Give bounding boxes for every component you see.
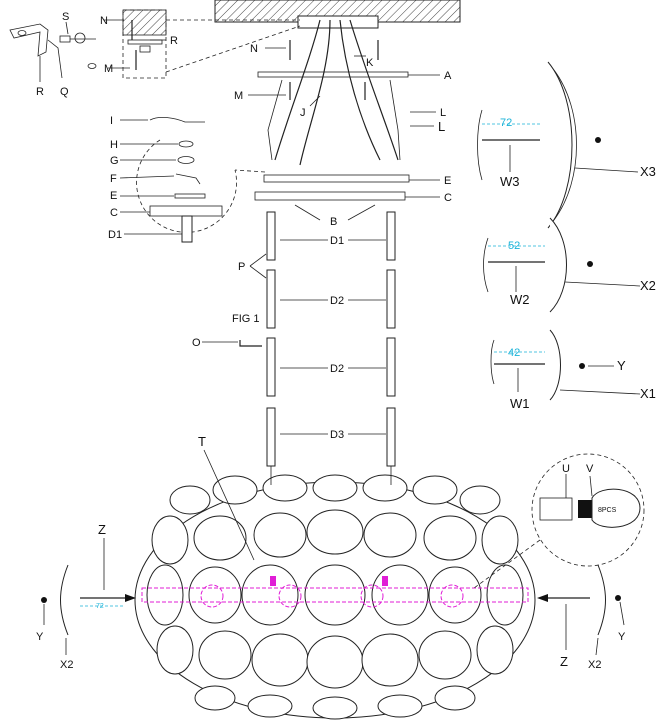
label-x1: X1: [640, 386, 656, 401]
label-y-far-right: Y: [618, 631, 626, 643]
label-fig1: FIG 1: [232, 313, 260, 325]
label-v: V: [586, 463, 594, 475]
bracket-detail: S R Q: [9, 11, 97, 98]
disc-group-x1: 42 Y W1 X1: [490, 329, 656, 411]
label-z-right: Z: [560, 654, 568, 669]
inset-box: N M R: [100, 9, 301, 79]
label-d2-upper: D2: [330, 295, 344, 307]
label-g: G: [110, 155, 119, 167]
label-l-upper: L: [440, 107, 446, 119]
label-r-inset: R: [170, 35, 178, 47]
label-s: S: [62, 11, 69, 23]
label-q: Q: [60, 86, 69, 98]
label-h: H: [110, 139, 118, 151]
rod-stack: D1 D2 D2 D3 P FIG 1 O: [192, 211, 396, 467]
label-e: E: [444, 175, 451, 187]
label-w3: W3: [500, 174, 520, 189]
label-w2: W2: [510, 292, 530, 307]
ceiling: [214, 0, 461, 29]
detail-circle: I H G F E C D1: [108, 115, 237, 243]
dim-72-left: 72: [96, 603, 104, 610]
disc-group-x3: 72 W3 X3: [477, 61, 656, 229]
label-r-left: R: [36, 86, 44, 98]
bulb-count: 8PCS: [598, 507, 617, 514]
label-i: I: [110, 115, 113, 127]
label-e-detail: E: [110, 190, 117, 202]
label-n-inset: N: [100, 15, 108, 27]
label-u: U: [562, 463, 570, 475]
bulb-detail: U V 8PCS: [473, 453, 645, 589]
label-d1-detail: D1: [108, 229, 122, 241]
label-n: N: [250, 43, 258, 55]
label-x2-left: X2: [60, 659, 73, 671]
label-m: M: [234, 90, 243, 102]
label-x3: X3: [640, 164, 656, 179]
left-disc-x2: Y X2 72 Z: [36, 522, 136, 671]
label-k: K: [366, 57, 374, 69]
label-y-left: Y: [36, 631, 44, 643]
lamp-body: T: [134, 434, 536, 720]
label-c: C: [444, 192, 452, 204]
label-x2-right: X2: [640, 278, 656, 293]
right-disc-x2: Y X2 Z: [537, 564, 626, 671]
label-y-right: Y: [617, 358, 626, 373]
label-l-lower: L: [438, 119, 445, 134]
dim-52: 52: [508, 240, 520, 252]
label-d2-lower: D2: [330, 363, 344, 375]
dim-72: 72: [500, 117, 512, 129]
label-c-detail: C: [110, 207, 118, 219]
label-t: T: [198, 434, 206, 449]
label-x2-far-right: X2: [588, 659, 601, 671]
label-z-left: Z: [98, 522, 106, 537]
label-f: F: [110, 173, 117, 185]
label-p: P: [238, 261, 245, 273]
label-o: O: [192, 337, 201, 349]
label-m-inset: M: [104, 63, 113, 75]
canopy-assembly: A N K M J L L E C: [234, 19, 452, 228]
label-j: J: [300, 107, 306, 119]
disc-group-x2: 52 W2 X2: [483, 217, 656, 313]
label-a: A: [444, 70, 452, 82]
label-d1: D1: [330, 235, 344, 247]
dim-42: 42: [508, 347, 520, 359]
label-d3: D3: [330, 429, 344, 441]
label-w1: W1: [510, 396, 530, 411]
label-b: B: [330, 216, 337, 228]
